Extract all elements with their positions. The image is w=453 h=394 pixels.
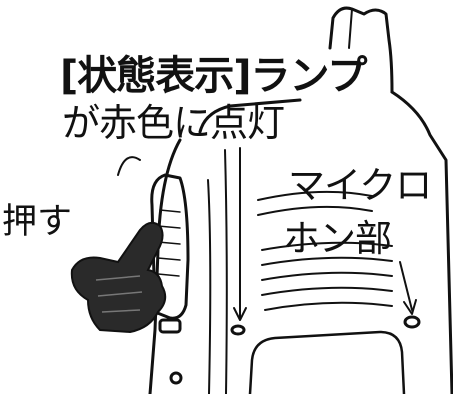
ptt-button bbox=[150, 173, 190, 320]
microphone-label-line1: マイクロ bbox=[288, 164, 432, 207]
antenna bbox=[328, 6, 394, 94]
push-label: 押す bbox=[2, 202, 73, 242]
radio-body-outline bbox=[198, 98, 302, 134]
microphone-label-line2: ホン部 bbox=[283, 217, 392, 260]
microphone bbox=[403, 315, 421, 329]
pressing-hand bbox=[70, 221, 167, 334]
lit-red-label: が赤色に点灯 bbox=[62, 101, 285, 145]
status-lamp bbox=[230, 324, 246, 336]
status-lamp-label: [状態表示]ランプ bbox=[60, 53, 367, 99]
mic-arrow bbox=[399, 261, 413, 311]
